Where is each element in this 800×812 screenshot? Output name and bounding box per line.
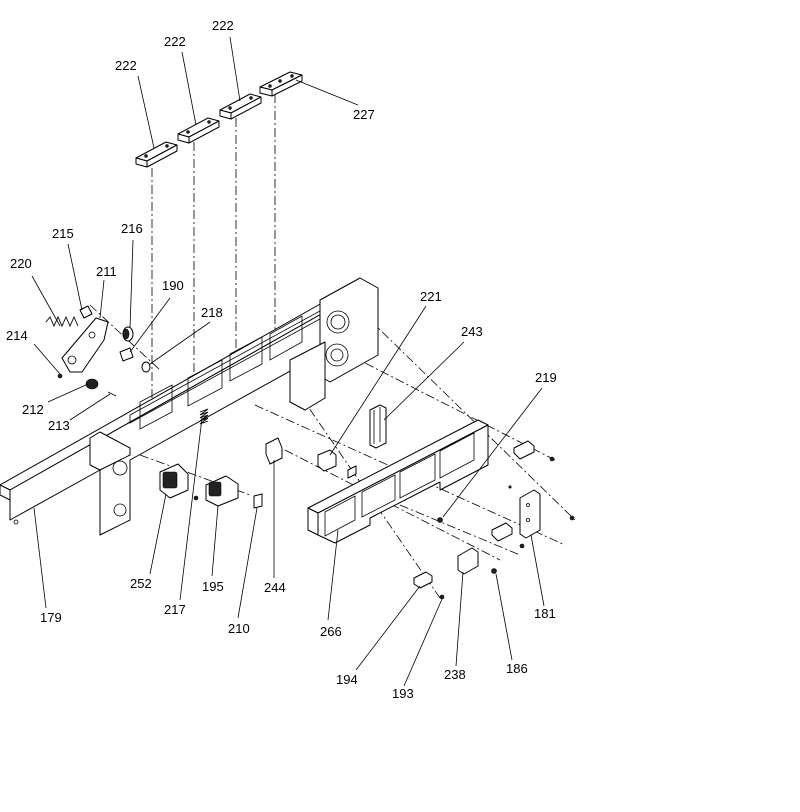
callout-215: 215 [52,226,74,241]
arm-211 [61,317,109,373]
callout-220: 220 [10,256,32,271]
callout-210: 210 [228,621,250,636]
callout-244: 244 [264,580,286,595]
callout-213: 213 [48,418,70,433]
callout-214: 214 [6,328,28,343]
plate-222-a [135,141,178,168]
callout-222-middle: 222 [164,34,186,49]
callout-181: 181 [534,606,556,621]
screw-210 [253,493,263,509]
callout-211: 211 [96,264,117,279]
callout-193: 193 [392,686,414,701]
callout-227: 227 [353,107,375,122]
callout-194: 194 [336,672,358,687]
plate-222-b [177,117,220,144]
callout-238: 238 [444,667,466,682]
callout-190: 190 [162,278,184,293]
callout-222-right: 222 [212,18,234,33]
shaft-190 [119,347,134,362]
callout-217: 217 [164,602,186,617]
spring-220 [45,315,79,328]
callout-221: 221 [420,289,442,304]
gear-212 [85,378,99,390]
frame-266 [307,419,489,544]
screw-186 [491,568,497,574]
bracket-181 [519,489,541,539]
spring-217 [199,408,209,425]
callout-186: 186 [506,661,528,676]
screw-193 [439,594,445,600]
gear-252 [159,463,189,499]
plate-227 [259,71,303,97]
screw-right-upper [193,456,575,549]
gear-195 [205,475,239,507]
callout-216: 216 [121,221,143,236]
leader-lines [31,36,545,687]
block-221 [317,449,337,472]
plate-222-c [219,93,262,120]
screw-214 [57,373,63,379]
callout-195: 195 [202,579,224,594]
callout-243: 243 [461,324,483,339]
plate-238 [457,547,479,575]
pin-213 [107,391,117,397]
plate-right-mid [491,522,513,542]
frame-179 [0,277,379,536]
callout-219: 219 [535,370,557,385]
bearing-216 [122,326,134,342]
callout-labels: 222 222 222 227 215 216 220 211 190 218 … [6,18,557,701]
plate-194 [413,571,433,589]
callout-266: 266 [320,624,342,639]
callout-212: 212 [22,402,44,417]
bracket-244 [265,437,283,465]
callout-179: 179 [40,610,62,625]
callout-222-left: 222 [115,58,137,73]
rail-243 [369,404,387,449]
collar-218 [141,361,151,373]
plate-219 [513,440,535,460]
callout-252: 252 [130,576,152,591]
callout-218: 218 [201,305,223,320]
pin-215 [79,305,93,319]
